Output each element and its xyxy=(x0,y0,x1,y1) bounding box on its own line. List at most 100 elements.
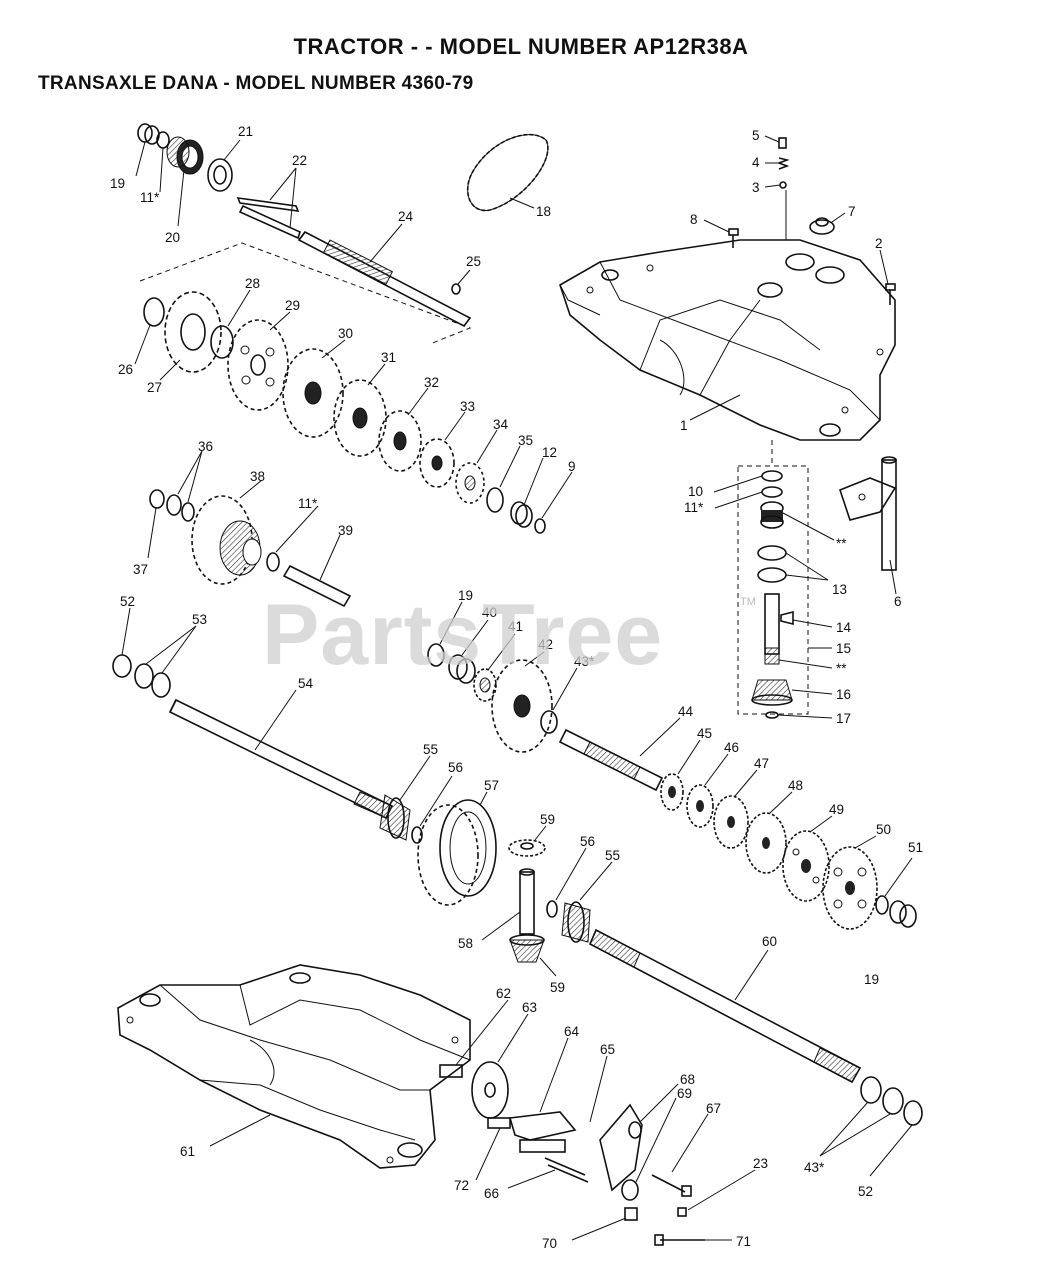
part-28-spacer xyxy=(210,325,234,359)
callout-19c: 19 xyxy=(864,972,879,987)
callout-13: 13 xyxy=(832,582,847,597)
callout-65: 65 xyxy=(600,1042,615,1057)
callout-45: 45 xyxy=(697,726,712,741)
part-27-sprocket xyxy=(164,291,222,373)
callout-67: 67 xyxy=(706,1101,721,1116)
part-54-axle xyxy=(168,698,394,820)
callout-18: 18 xyxy=(536,204,551,219)
callout-50: 50 xyxy=(876,822,891,837)
part-1-upper-housing xyxy=(559,239,896,441)
part-70-clip xyxy=(624,1207,638,1221)
watermark-trademark: TM xyxy=(740,596,756,608)
part-57-ring-gear xyxy=(417,799,497,906)
diagram-subtitle: TRANSAXLE DANA - MODEL NUMBER 4360-79 xyxy=(38,73,474,94)
group-outline-24 xyxy=(139,242,472,345)
part-47-gear xyxy=(713,795,749,849)
part-30-gear xyxy=(282,348,344,438)
callout-15: 15 xyxy=(836,641,851,656)
part-39-shaft xyxy=(282,564,352,608)
part-26-snap-ring xyxy=(143,297,165,327)
part-44-countershaft xyxy=(558,728,664,792)
callout-29: 29 xyxy=(285,298,300,313)
callout-47: 47 xyxy=(754,756,769,771)
part-43-washer-b xyxy=(860,1076,882,1104)
part-60-axle xyxy=(588,928,862,1084)
callout-22: 22 xyxy=(292,153,307,168)
callout-10: 10 xyxy=(688,484,703,499)
callout-55b: 55 xyxy=(605,848,620,863)
part-36-washer-b xyxy=(181,502,195,522)
part-21-bearing xyxy=(207,158,233,192)
callout-59: 59 xyxy=(540,812,555,827)
callout-19b: 19 xyxy=(458,588,473,603)
part-67-bolt xyxy=(651,1174,692,1197)
part-23-nut xyxy=(677,1207,687,1217)
callout-36: 36 xyxy=(198,439,213,454)
watermark-text: PartsTree xyxy=(262,587,664,683)
part-22-keys xyxy=(236,197,301,240)
callout-41: 41 xyxy=(508,619,523,634)
group-outline-shift-assembly xyxy=(737,465,809,715)
callout-63: 63 xyxy=(522,1000,537,1015)
callout-38: 38 xyxy=(250,469,265,484)
callout-66: 66 xyxy=(484,1186,499,1201)
part-9-ring xyxy=(534,518,546,534)
callout-16: 16 xyxy=(836,687,851,702)
callout-23: 23 xyxy=(753,1156,768,1171)
callout-43: 43* xyxy=(574,654,595,669)
callout-5: 5 xyxy=(752,128,760,143)
part-63-disc xyxy=(471,1061,509,1119)
part-59-pinion-b xyxy=(509,934,545,963)
callout-49: 49 xyxy=(829,802,844,817)
callout-1: 1 xyxy=(680,418,688,433)
part-19-bushing-top xyxy=(137,123,160,145)
callout-58: 58 xyxy=(458,936,473,951)
part-34-gear xyxy=(455,462,485,504)
callout-37: 37 xyxy=(133,562,148,577)
callout-labels: 19 11* 20 21 22 24 25 18 5 4 3 8 7 2 1 2… xyxy=(110,124,923,1251)
callout-9: 9 xyxy=(568,459,576,474)
part-19-bushing-right xyxy=(889,900,917,928)
callout-4: 4 xyxy=(752,155,760,170)
part-15-shaft xyxy=(764,593,780,665)
part-14-key xyxy=(780,610,794,626)
part-65-bracket xyxy=(599,1103,643,1192)
part-56-washer-b xyxy=(546,900,558,918)
callout-8: 8 xyxy=(690,212,698,227)
callout-6: 6 xyxy=(894,594,902,609)
callout-21: 21 xyxy=(238,124,253,139)
part-29-gear xyxy=(227,319,289,411)
part-4-spring xyxy=(776,157,790,170)
part-5-plug xyxy=(778,137,787,149)
callout-24: 24 xyxy=(398,209,414,224)
callout-56: 56 xyxy=(448,760,463,775)
part-10-ring xyxy=(761,470,783,482)
part-71-bolt xyxy=(654,1234,705,1246)
callout-2: 2 xyxy=(875,236,883,251)
callout-35: 35 xyxy=(518,433,533,448)
part-18-drive-chain xyxy=(466,133,549,212)
callout-42: 42 xyxy=(538,637,553,652)
callout-64: 64 xyxy=(564,1024,580,1039)
part-45-gear xyxy=(660,773,684,811)
part-25-retainer xyxy=(451,283,461,295)
callout-26: 26 xyxy=(118,362,133,377)
callout-53: 53 xyxy=(192,612,207,627)
part-40-spacer xyxy=(448,654,476,684)
part-7-cap xyxy=(809,217,835,235)
part-31-gear xyxy=(333,379,387,457)
part-69-washer xyxy=(621,1179,639,1201)
callout-27: 27 xyxy=(147,380,162,395)
callout-52: 52 xyxy=(120,594,135,609)
part-24-shaft xyxy=(297,230,472,328)
part-19-bushing-mid xyxy=(427,643,445,667)
part-61-lower-housing xyxy=(117,964,471,1169)
part-13-washer-b xyxy=(757,567,787,583)
part-48-gear xyxy=(745,812,787,874)
part-58-cross-shaft xyxy=(519,868,535,935)
part-17-ring xyxy=(765,711,779,719)
callout-17: 17 xyxy=(836,711,851,726)
part-55-bevel-gear-a xyxy=(379,794,411,841)
callout-55: 55 xyxy=(423,742,438,757)
